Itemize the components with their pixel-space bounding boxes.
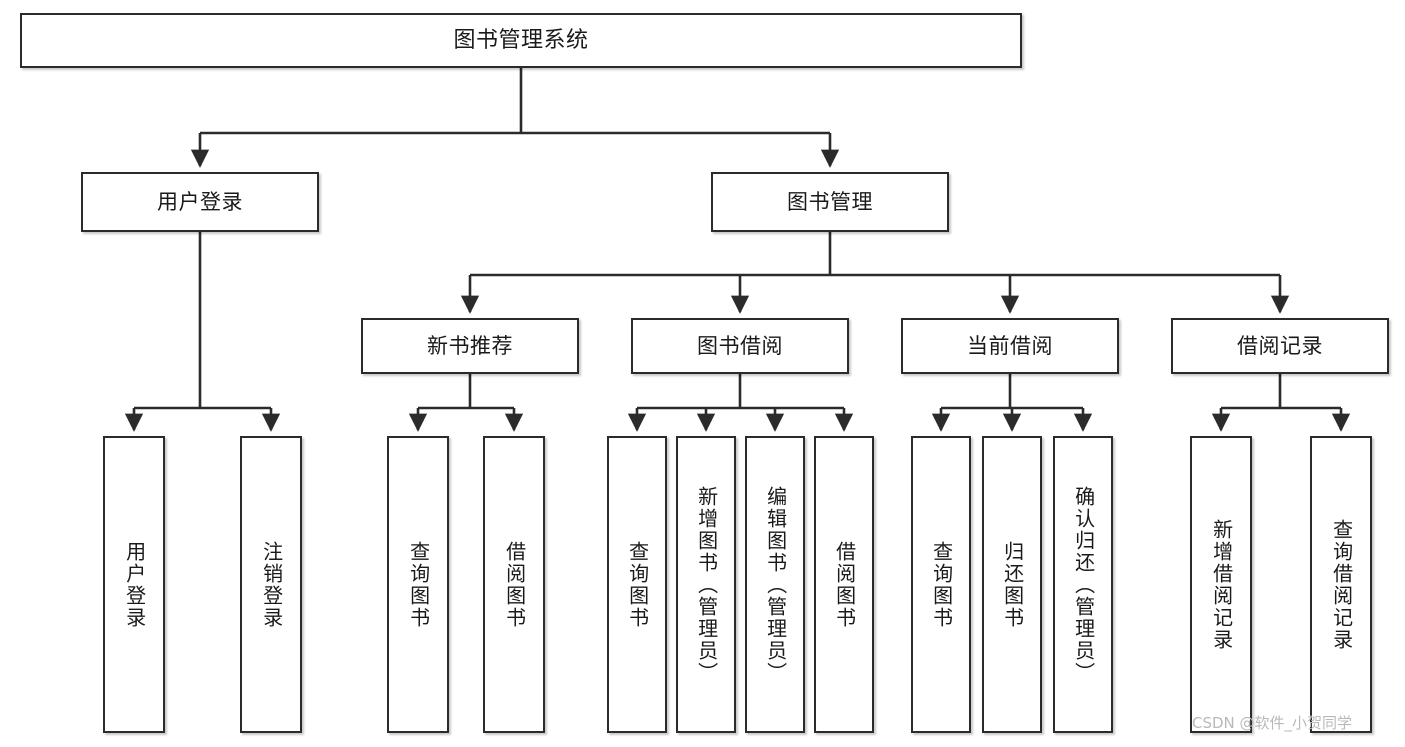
node-leaf-user-login-label: 用户登录 xyxy=(122,540,147,629)
node-user-login[interactable]: 用户登录 xyxy=(81,172,319,232)
node-root[interactable]: 图书管理系统 xyxy=(20,13,1022,68)
node-leaf-cb-query[interactable]: 查询图书 xyxy=(911,436,971,733)
node-leaf-br-query-label: 查询借阅记录 xyxy=(1329,518,1354,651)
node-leaf-user-logout[interactable]: 注销登录 xyxy=(240,436,302,733)
node-current-borrow-label: 当前借阅 xyxy=(967,333,1053,358)
node-leaf-bb-edit-label: 编辑图书（管理员） xyxy=(763,485,788,684)
node-new-book-rec[interactable]: 新书推荐 xyxy=(361,318,579,374)
node-leaf-rec-query-label: 查询图书 xyxy=(406,540,431,629)
node-leaf-br-query[interactable]: 查询借阅记录 xyxy=(1310,436,1372,733)
node-current-borrow[interactable]: 当前借阅 xyxy=(901,318,1119,374)
node-user-login-label: 用户登录 xyxy=(157,189,243,214)
node-leaf-rec-query[interactable]: 查询图书 xyxy=(387,436,449,733)
node-leaf-br-add-label: 新增借阅记录 xyxy=(1209,518,1234,651)
node-leaf-rec-borrow[interactable]: 借阅图书 xyxy=(483,436,545,733)
node-book-borrow[interactable]: 图书借阅 xyxy=(631,318,849,374)
node-book-borrow-label: 图书借阅 xyxy=(697,333,783,358)
node-leaf-bb-borrow-label: 借阅图书 xyxy=(832,540,857,629)
node-book-manage-label: 图书管理 xyxy=(787,189,873,214)
node-leaf-br-add[interactable]: 新增借阅记录 xyxy=(1190,436,1252,733)
node-leaf-user-login[interactable]: 用户登录 xyxy=(103,436,165,733)
node-leaf-cb-confirm[interactable]: 确认归还（管理员） xyxy=(1053,436,1113,733)
node-leaf-user-logout-label: 注销登录 xyxy=(259,540,284,629)
node-leaf-bb-add[interactable]: 新增图书（管理员） xyxy=(676,436,736,733)
node-leaf-bb-query-label: 查询图书 xyxy=(625,540,650,629)
node-leaf-bb-edit[interactable]: 编辑图书（管理员） xyxy=(745,436,805,733)
node-book-manage[interactable]: 图书管理 xyxy=(711,172,949,232)
node-leaf-bb-query[interactable]: 查询图书 xyxy=(607,436,667,733)
node-leaf-bb-borrow[interactable]: 借阅图书 xyxy=(814,436,874,733)
node-leaf-cb-confirm-label: 确认归还（管理员） xyxy=(1071,485,1096,684)
node-new-book-rec-label: 新书推荐 xyxy=(427,333,513,358)
node-borrow-record[interactable]: 借阅记录 xyxy=(1171,318,1389,374)
node-root-label: 图书管理系统 xyxy=(453,27,589,53)
node-leaf-cb-query-label: 查询图书 xyxy=(929,540,954,629)
node-leaf-cb-return[interactable]: 归还图书 xyxy=(982,436,1042,733)
node-leaf-rec-borrow-label: 借阅图书 xyxy=(502,540,527,629)
watermark: CSDN @软件_小贺同学 xyxy=(1192,714,1353,732)
node-leaf-bb-add-label: 新增图书（管理员） xyxy=(694,485,719,684)
node-borrow-record-label: 借阅记录 xyxy=(1237,333,1323,358)
node-leaf-cb-return-label: 归还图书 xyxy=(1000,540,1025,629)
